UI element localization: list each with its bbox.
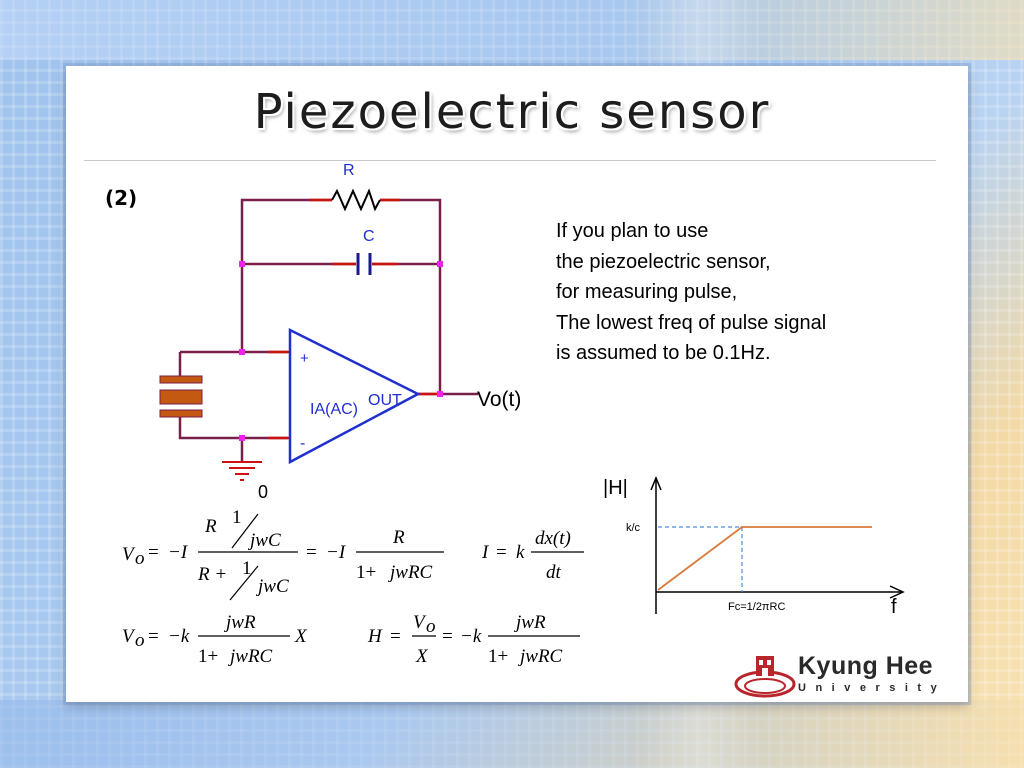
eq2-den: dt (546, 562, 562, 583)
eq2-num: dx(t) (535, 528, 571, 549)
node (239, 261, 245, 267)
eq1-jwrc: jwRC (387, 562, 433, 583)
eq3-equals: = (148, 626, 159, 647)
eq1-jwc-den: jwC (255, 576, 289, 597)
eq4-equals: = (390, 626, 401, 647)
description-line: The lowest freq of pulse signal (556, 311, 827, 334)
eq4-num: V (413, 612, 427, 633)
eq4-h: H (367, 626, 383, 647)
eq3-num: jwR (223, 612, 256, 633)
resistor-label: R (343, 162, 355, 179)
eq1-neg-i-2: −I (326, 542, 347, 563)
eq4-jwrc: jwRC (517, 646, 563, 667)
eq1-equals: = (148, 542, 159, 563)
eq1-lhs: V (122, 544, 136, 565)
eq1-neg-i: −I (168, 542, 189, 563)
fraction-bars (198, 513, 584, 637)
eq1-r-plus: R + (197, 564, 227, 585)
eq1-jwc-num: jwC (247, 530, 281, 551)
slash (229, 565, 259, 601)
description-line: the piezoelectric sensor, (556, 250, 771, 273)
node (437, 391, 443, 397)
corner-label: Fc=1/2πRC (728, 601, 785, 613)
slide-card (66, 66, 968, 702)
slash (231, 513, 259, 549)
eq2-i: I (481, 542, 490, 563)
eq3-sub: o (135, 630, 145, 651)
description-text: If you plan to use the piezoelectric sen… (556, 216, 946, 369)
eq4-num-2: jwR (513, 612, 546, 633)
description-line: If you plan to use (556, 220, 709, 242)
x-axis-arrow (889, 585, 905, 599)
resistor-symbol (310, 188, 400, 212)
university-name: Kyung Hee (798, 652, 934, 680)
eq4-den: X (415, 646, 429, 667)
eq4-sub: o (426, 616, 436, 637)
eq3-neg-k: −k (168, 626, 190, 647)
capacitor-label: C (363, 228, 375, 245)
eq3-x: X (294, 626, 308, 647)
eq1-r-2: R (392, 527, 405, 548)
eq2-k: k (516, 542, 525, 563)
university-emblem (734, 656, 796, 698)
eq3-lhs: V (122, 626, 136, 647)
ground-label: 0 (258, 482, 268, 502)
eq1-r-num: R (204, 516, 217, 537)
piezo-sensor-symbol (159, 375, 203, 418)
node (239, 349, 245, 355)
node (437, 261, 443, 267)
wire-minus-input (178, 412, 288, 440)
minus-label: - (300, 435, 305, 452)
eq1-equals-2: = (306, 542, 317, 563)
description-line: is assumed to be 0.1Hz. (556, 342, 771, 364)
slide-title: Piezoelectric sensor (253, 84, 771, 140)
capacitor-symbol (332, 253, 398, 275)
eq4-neg-k: −k (460, 626, 482, 647)
section-label: (2) (105, 186, 138, 210)
eq1-sub: o (135, 548, 145, 569)
response-curve (657, 526, 872, 591)
title-divider (84, 160, 936, 161)
out-label: OUT (368, 392, 402, 409)
y-axis-label: |H| (603, 477, 628, 499)
output-label: Vo(t) (477, 388, 521, 411)
ground-symbol (222, 461, 262, 481)
amp-label: IA(AC) (310, 401, 358, 418)
plus-label: + (300, 350, 309, 367)
eq3-one-plus: 1+ (198, 646, 218, 667)
eq4-one-plus: 1+ (488, 646, 508, 667)
eq3-jwrc: jwRC (227, 646, 273, 667)
eq1-one-num: 1 (232, 507, 242, 528)
junction-nodes (239, 261, 443, 441)
eq1-one-plus: 1+ (356, 562, 376, 583)
input-stubs (268, 350, 440, 440)
opamp-symbol (288, 327, 421, 465)
eq4-equals-2: = (442, 626, 453, 647)
level-label: k/c (626, 522, 641, 534)
node (239, 435, 245, 441)
eq1-one-den: 1 (242, 558, 252, 579)
description-line: for measuring pulse, (556, 281, 738, 303)
x-axis-label: f (891, 596, 897, 618)
eq2-equals: = (496, 542, 507, 563)
university-subtitle: University (798, 682, 947, 694)
wire-resistor-loop (240, 198, 332, 264)
y-axis-arrow (650, 476, 662, 491)
